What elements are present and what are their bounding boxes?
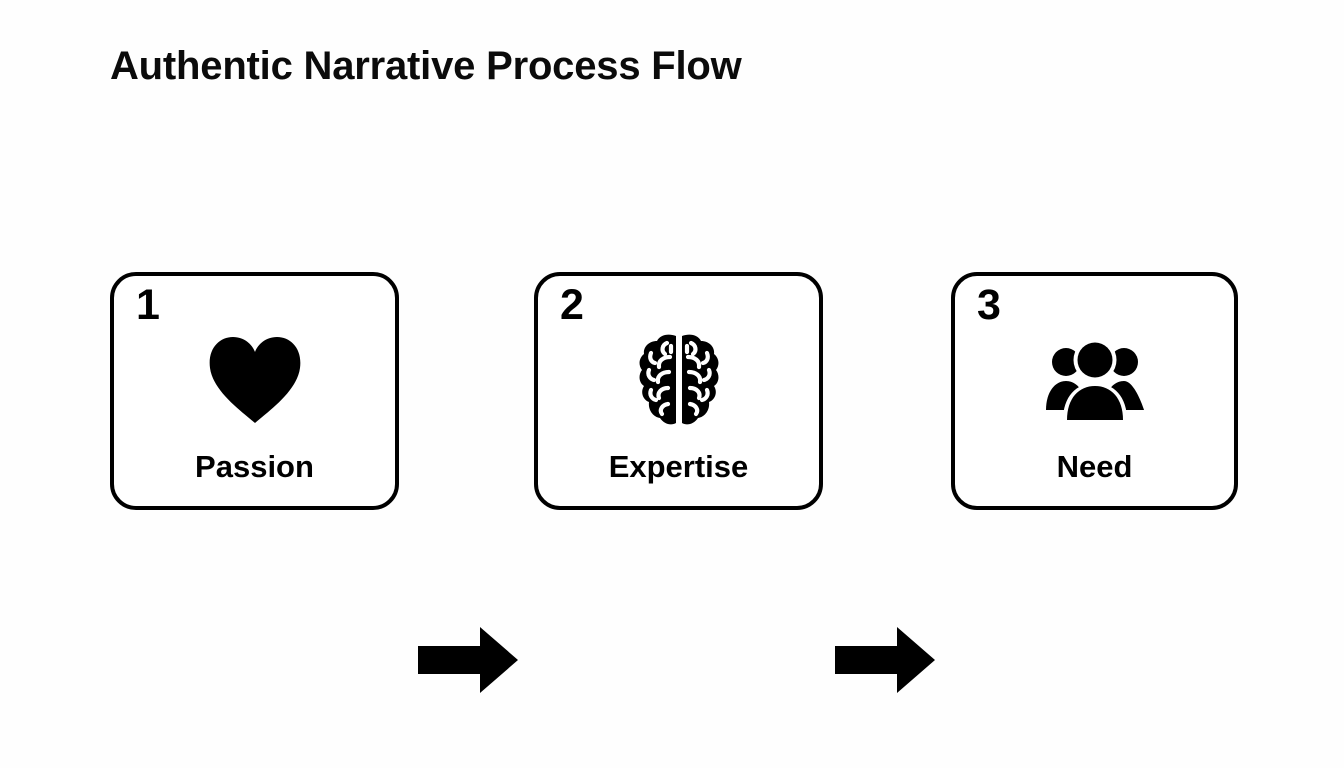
step-card-need[interactable]: 3 <box>951 272 1238 510</box>
users-group-icon <box>955 330 1234 430</box>
process-flow-diagram: 1 Passion 2 <box>0 272 1344 693</box>
step-number: 1 <box>136 281 160 329</box>
heart-icon <box>114 330 395 430</box>
page-title: Authentic Narrative Process Flow <box>110 44 742 88</box>
arrow-right-icon <box>833 624 937 696</box>
step-label: Expertise <box>608 449 749 484</box>
step-number: 3 <box>977 281 1001 329</box>
step-number: 2 <box>560 281 584 329</box>
step-card-expertise[interactable]: 2 <box>534 272 823 510</box>
arrow-right-icon <box>416 624 520 696</box>
brain-icon <box>538 330 819 430</box>
step-card-passion[interactable]: 1 Passion <box>110 272 399 510</box>
step-label: Passion <box>195 449 314 484</box>
step-label: Need <box>1056 449 1133 484</box>
